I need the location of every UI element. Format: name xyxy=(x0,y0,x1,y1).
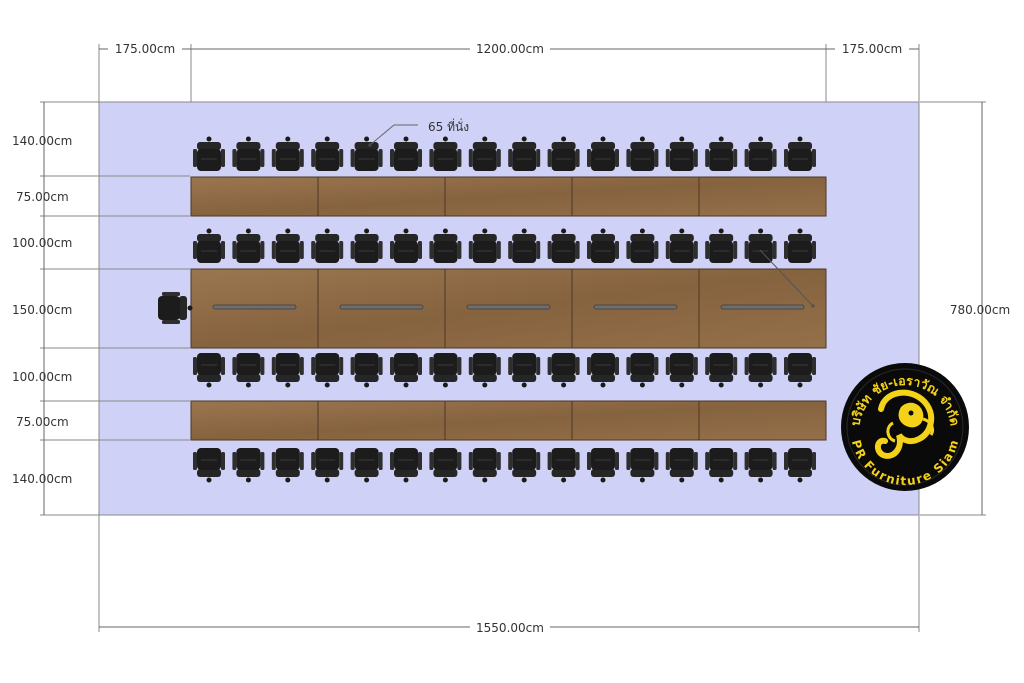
chair-icon xyxy=(193,136,225,171)
chair-icon xyxy=(547,228,580,263)
chair-icon xyxy=(587,448,619,483)
chair-icon xyxy=(429,353,462,388)
chair-icon xyxy=(350,228,383,263)
chair-icon xyxy=(350,136,383,171)
table-section xyxy=(698,268,827,349)
chair-icon xyxy=(626,136,659,171)
chair-icon xyxy=(626,448,659,483)
chair-icon xyxy=(705,228,738,263)
extension-lines xyxy=(40,44,986,632)
chair-icon xyxy=(508,353,541,388)
dim-left-row-6: 75.00cm xyxy=(16,415,69,429)
chair-icon xyxy=(508,136,541,171)
dim-left-row-2: 75.00cm xyxy=(16,190,69,204)
chair-icon xyxy=(271,448,304,483)
chair-icon xyxy=(193,448,225,483)
chair-icon xyxy=(744,136,777,171)
chairs xyxy=(158,136,816,483)
chair-icon xyxy=(429,228,462,263)
chair-icon xyxy=(705,353,738,388)
chair-icon xyxy=(429,448,462,483)
table-row-top xyxy=(190,176,827,217)
chair-icon xyxy=(311,136,344,171)
chair-icon xyxy=(547,353,580,388)
dim-left-row-5: 100.00cm xyxy=(12,370,72,384)
cable-tray xyxy=(593,304,678,310)
cable-tray xyxy=(466,304,551,310)
chair-icon xyxy=(744,448,777,483)
chair-icon xyxy=(784,353,816,388)
chair-icon xyxy=(665,448,698,483)
dim-bottom-total: 1550.00cm xyxy=(476,621,544,635)
chair-icon xyxy=(350,448,383,483)
chair-icon xyxy=(429,136,462,171)
table-row-bottom xyxy=(190,400,827,441)
table-row-middle xyxy=(190,268,827,349)
chair-icon xyxy=(232,448,265,483)
chair-icon xyxy=(311,228,344,263)
chair-icon xyxy=(587,228,619,263)
chair-icon xyxy=(587,353,619,388)
dim-right-total: 780.00cm xyxy=(950,303,1010,317)
chair-icon xyxy=(468,136,501,171)
chair-icon xyxy=(744,353,777,388)
dim-left-row-1: 140.00cm xyxy=(12,134,72,148)
chair-icon xyxy=(232,136,265,171)
chair-icon xyxy=(232,353,265,388)
chair-icon xyxy=(587,136,619,171)
chair-icon xyxy=(390,353,422,388)
chair-icon xyxy=(784,228,816,263)
conference-tables xyxy=(190,176,827,441)
chair-icon xyxy=(626,353,659,388)
dim-top-left: 175.00cm xyxy=(115,42,175,56)
dim-left-row-4: 150.00cm xyxy=(12,303,72,317)
chair-icon xyxy=(705,136,738,171)
dim-left-row-3: 100.00cm xyxy=(12,236,72,250)
dimension-labels: 175.00cm 1200.00cm 175.00cm 1550.00cm 78… xyxy=(12,40,1010,635)
chair-icon xyxy=(784,448,816,483)
chair-icon xyxy=(390,228,422,263)
company-logo: บริษัท ชัย-เอราวัณ จำกัด PR Furniture Si… xyxy=(841,363,969,491)
leader-line xyxy=(759,249,815,308)
head-chair-icon xyxy=(158,292,193,324)
dim-left-row-7: 140.00cm xyxy=(12,472,72,486)
chair-icon xyxy=(232,228,265,263)
chair-icon xyxy=(665,136,698,171)
cable-tray xyxy=(339,304,424,310)
cable-tray xyxy=(720,304,805,310)
table-section xyxy=(698,176,827,217)
dim-top-right: 175.00cm xyxy=(842,42,902,56)
seat-count-label: 65 ที่นั่ง xyxy=(428,118,469,134)
chair-icon xyxy=(665,228,698,263)
chair-icon xyxy=(193,353,225,388)
chair-icon xyxy=(271,353,304,388)
chair-icon xyxy=(665,353,698,388)
chair-icon xyxy=(508,228,541,263)
chair-icon xyxy=(468,353,501,388)
chair-icon xyxy=(271,136,304,171)
chair-icon xyxy=(547,136,580,171)
chair-icon xyxy=(350,353,383,388)
chair-icon xyxy=(705,448,738,483)
chair-icon xyxy=(784,136,816,171)
elephant-logo-icon xyxy=(875,389,935,459)
chair-icon xyxy=(193,228,225,263)
chair-icon xyxy=(390,136,422,171)
chair-icon xyxy=(468,228,501,263)
chair-icon xyxy=(547,448,580,483)
chair-icon xyxy=(271,228,304,263)
seat-count-annotation: 65 ที่นั่ง xyxy=(368,118,469,147)
chair-icon xyxy=(468,448,501,483)
table-section xyxy=(698,400,827,441)
chair-icon xyxy=(626,228,659,263)
chair-icon xyxy=(508,448,541,483)
chair-icon xyxy=(390,448,422,483)
chair-icon xyxy=(311,448,344,483)
dim-top-middle: 1200.00cm xyxy=(476,42,544,56)
chair-icon xyxy=(311,353,344,388)
cable-tray xyxy=(212,304,297,310)
